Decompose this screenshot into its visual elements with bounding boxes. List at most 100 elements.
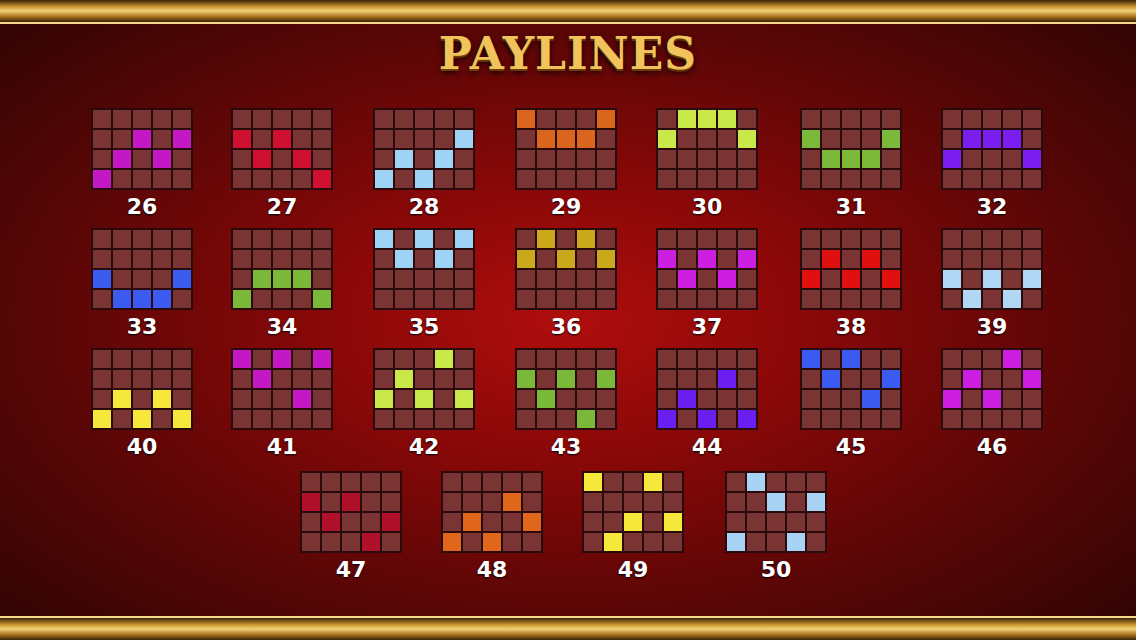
grid-cell bbox=[842, 230, 860, 248]
grid-cell bbox=[807, 533, 825, 551]
grid-cell bbox=[963, 110, 981, 128]
grid-cell bbox=[395, 130, 413, 148]
grid-cell bbox=[597, 130, 615, 148]
payline-cell bbox=[523, 513, 541, 531]
grid-cell bbox=[1003, 410, 1021, 428]
grid-cell bbox=[233, 150, 251, 168]
grid-cell bbox=[153, 350, 171, 368]
grid-cell bbox=[983, 230, 1001, 248]
grid-cell bbox=[842, 110, 860, 128]
grid-cell bbox=[943, 110, 961, 128]
grid-cell bbox=[698, 170, 716, 188]
grid-cell bbox=[463, 473, 481, 491]
grid-cell bbox=[1003, 250, 1021, 268]
grid-cell bbox=[375, 150, 393, 168]
payline-cell bbox=[802, 130, 820, 148]
payline-grid: 37 bbox=[656, 228, 758, 340]
title: PAYLINES bbox=[0, 28, 1136, 79]
grid-cell bbox=[293, 130, 311, 148]
payline-number: 50 bbox=[725, 557, 827, 583]
payline-cell bbox=[375, 230, 393, 248]
grid-cell bbox=[375, 370, 393, 388]
payline-cell bbox=[822, 150, 840, 168]
grid-cell bbox=[375, 270, 393, 288]
grid-cell bbox=[807, 513, 825, 531]
grid-cell bbox=[113, 110, 131, 128]
payline-cell bbox=[517, 250, 535, 268]
payline-grid: 49 bbox=[582, 471, 684, 583]
grid-cell bbox=[273, 370, 291, 388]
grid-cell bbox=[983, 110, 1001, 128]
grid-cell bbox=[597, 270, 615, 288]
payline-cell bbox=[395, 250, 413, 268]
grid-cell bbox=[517, 270, 535, 288]
grid-cell bbox=[862, 130, 880, 148]
grid-cell bbox=[842, 170, 860, 188]
payline-cell bbox=[455, 230, 473, 248]
grid-cell bbox=[537, 170, 555, 188]
payline-cell bbox=[822, 370, 840, 388]
payline-cell bbox=[153, 290, 171, 308]
payline-grid: 42 bbox=[373, 348, 475, 460]
grid-cell bbox=[313, 110, 331, 128]
grid-cell bbox=[362, 473, 380, 491]
payline-grid: 48 bbox=[441, 471, 543, 583]
payline-cell bbox=[313, 170, 331, 188]
grid-cell bbox=[415, 110, 433, 128]
payline-grid: 28 bbox=[373, 108, 475, 220]
grid-cell bbox=[727, 493, 745, 511]
payline-cell bbox=[862, 390, 880, 408]
grid-cell bbox=[727, 513, 745, 531]
grid-cell bbox=[678, 350, 696, 368]
payline-grid: 35 bbox=[373, 228, 475, 340]
payline-cell bbox=[173, 130, 191, 148]
grid-cell bbox=[273, 250, 291, 268]
grid-cell bbox=[173, 230, 191, 248]
payline-cell bbox=[273, 270, 291, 288]
payline-grid: 32 bbox=[941, 108, 1043, 220]
payline-grid: 31 bbox=[800, 108, 902, 220]
grid-cell bbox=[943, 350, 961, 368]
payline-cell bbox=[597, 110, 615, 128]
grid-cell bbox=[93, 110, 111, 128]
grid-cell bbox=[1023, 290, 1041, 308]
grid-cell bbox=[822, 390, 840, 408]
reel-grid bbox=[941, 108, 1043, 190]
grid-cell bbox=[577, 290, 595, 308]
grid-cell bbox=[1023, 230, 1041, 248]
grid-cell bbox=[173, 390, 191, 408]
grid-cell bbox=[253, 290, 271, 308]
payline-cell bbox=[233, 350, 251, 368]
grid-cell bbox=[483, 493, 501, 511]
grid-cell bbox=[624, 533, 642, 551]
grid-cell bbox=[395, 390, 413, 408]
grid-cell bbox=[882, 110, 900, 128]
grid-cell bbox=[293, 230, 311, 248]
payline-cell bbox=[435, 250, 453, 268]
grid-cell bbox=[822, 410, 840, 428]
grid-cell bbox=[747, 533, 765, 551]
payline-number: 27 bbox=[231, 194, 333, 220]
grid-cell bbox=[455, 350, 473, 368]
grid-cell bbox=[882, 390, 900, 408]
grid-cell bbox=[718, 250, 736, 268]
grid-cell bbox=[253, 390, 271, 408]
payline-cell bbox=[698, 250, 716, 268]
grid-cell bbox=[233, 370, 251, 388]
grid-cell bbox=[443, 473, 461, 491]
payline-cell bbox=[537, 230, 555, 248]
grid-cell bbox=[375, 250, 393, 268]
payline-cell bbox=[738, 250, 756, 268]
payline-cell bbox=[943, 390, 961, 408]
payline-grid: 47 bbox=[300, 471, 402, 583]
payline-cell bbox=[302, 493, 320, 511]
grid-cell bbox=[983, 410, 1001, 428]
payline-cell bbox=[375, 170, 393, 188]
grid-cell bbox=[322, 493, 340, 511]
grid-cell bbox=[273, 290, 291, 308]
grid-cell bbox=[375, 410, 393, 428]
grid-cell bbox=[577, 270, 595, 288]
grid-cell bbox=[698, 290, 716, 308]
payline-grid: 33 bbox=[91, 228, 193, 340]
grid-cell bbox=[435, 270, 453, 288]
